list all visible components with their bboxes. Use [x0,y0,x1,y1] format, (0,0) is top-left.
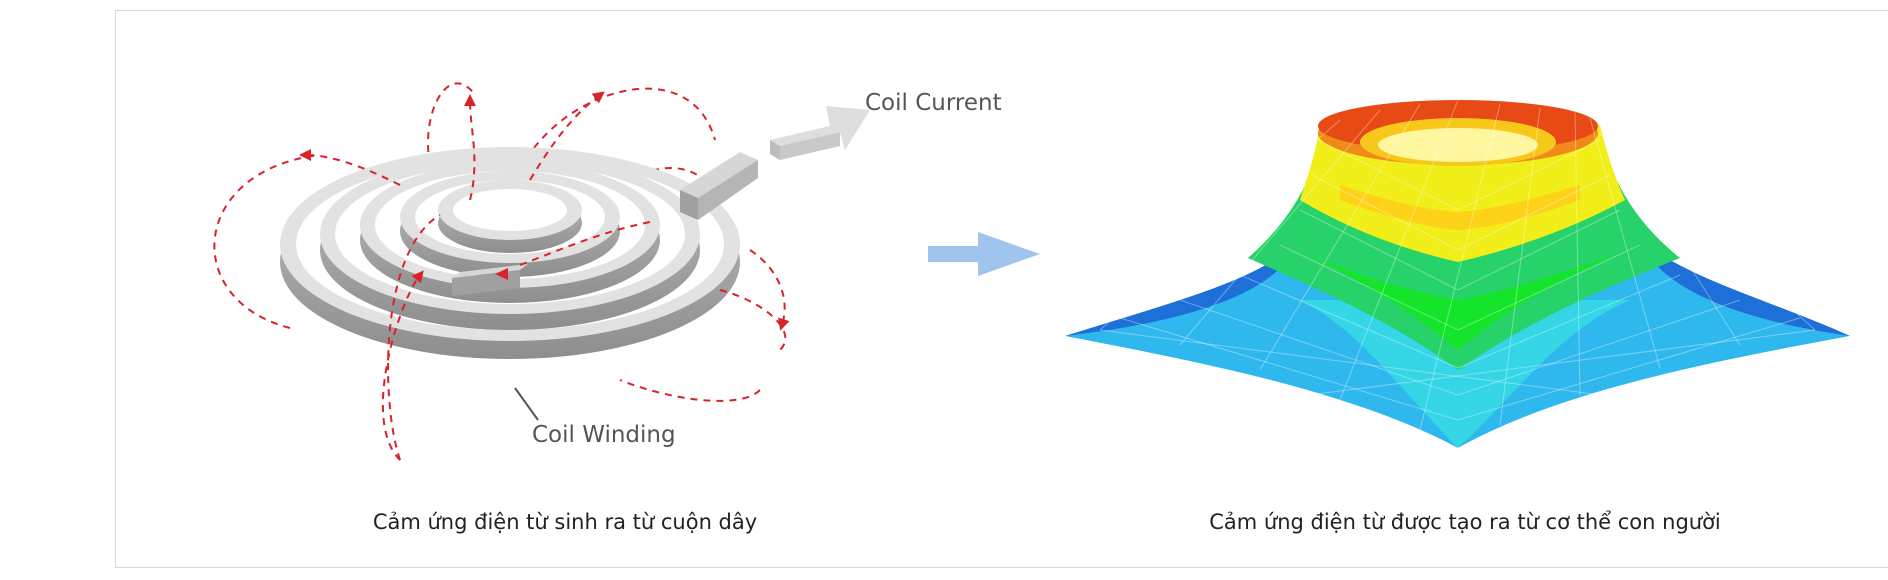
right-caption: Cảm ứng điện từ được tạo ra từ cơ thể co… [1209,510,1721,534]
surface-mesh [1064,99,1851,449]
coil-winding-label: Coil Winding [532,422,676,448]
field-line [519,221,651,266]
field-line [213,154,321,329]
field-line [529,91,605,181]
coil-current-label: Coil Current [865,90,1002,116]
figure-frame [115,10,1888,568]
coil-current-arrow [770,106,870,160]
coil-winding-rings [280,147,740,359]
field-line [719,289,787,351]
field-line [619,379,761,402]
field-line [299,149,401,186]
field-line [427,82,476,166]
left-caption: Cảm ứng điện từ sinh ra từ cuộn dây [372,510,758,534]
field-line [387,214,441,461]
field-surface-plot [1064,99,1851,449]
transition-arrow [928,232,1040,276]
coil-winding-leader [514,387,539,421]
field-lines-front [299,91,790,461]
field-arrow-inner [495,268,508,280]
coil-lead [680,152,758,220]
field-line [464,94,477,201]
field-line [519,87,716,171]
field-line [749,249,790,331]
